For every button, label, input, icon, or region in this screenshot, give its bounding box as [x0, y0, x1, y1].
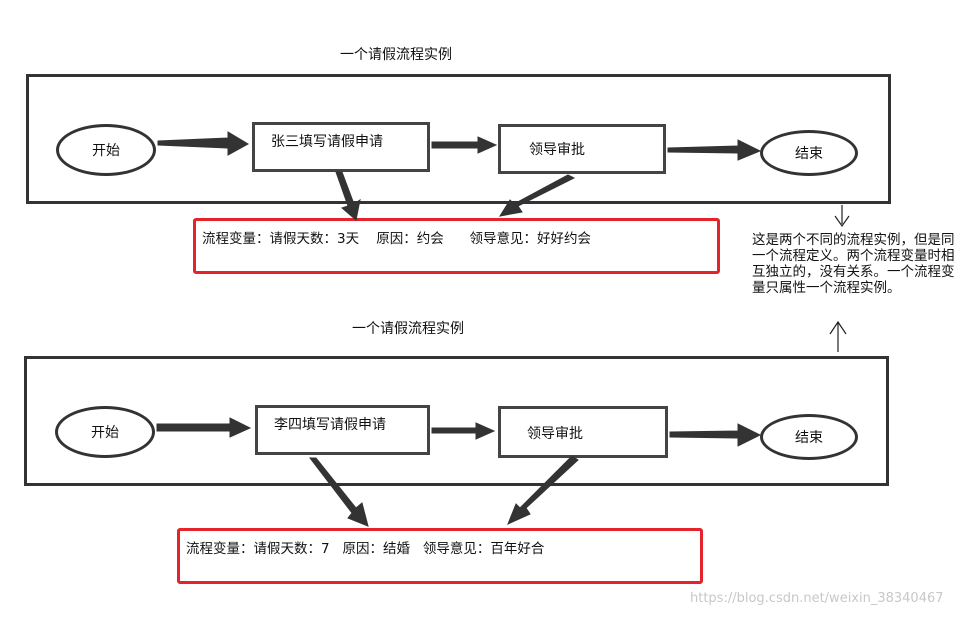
instance2-title: 一个请假流程实例: [352, 321, 464, 337]
instance2-arrow-apply-to-vars: [308, 457, 369, 527]
instance1-arrow-approve-to-vars: [498, 174, 576, 217]
instance2-arrow-approve-to-end: [669, 423, 762, 447]
instance2-end-node: 结束: [760, 414, 858, 460]
instance1-title: 一个请假流程实例: [340, 47, 452, 63]
instance1-arrow-apply-to-vars: [335, 171, 361, 221]
instance1-task-apply: 张三填写请假申请: [252, 122, 430, 172]
instance1-start-node: 开始: [56, 124, 156, 176]
instance2-task-apply: 李四填写请假申请: [255, 405, 430, 455]
instance1-arrow-apply-to-approve: [431, 136, 498, 154]
instance2-process-frame: [24, 356, 889, 486]
instance1-task-approve: 领导审批: [498, 124, 666, 174]
watermark-text: https://blog.csdn.net/weixin_38340467: [690, 591, 944, 606]
instance2-arrow-start-to-apply: [156, 417, 252, 438]
instance1-arrow-start-to-apply: [157, 131, 250, 156]
note-pointer-down-head: [829, 320, 847, 335]
instance2-arrow-apply-to-approve: [431, 422, 496, 440]
instance2-task-approve: 领导审批: [498, 406, 668, 458]
instance2-arrow-approve-to-vars: [507, 455, 579, 525]
instance1-variables-box: 流程变量：请假天数：3天 原因：约会 领导意见：好好约会: [193, 218, 720, 274]
instance1-end-node: 结束: [760, 130, 858, 176]
instance1-process-frame: [26, 74, 891, 204]
annotation-note: 这是两个不同的流程实例，但是同一个流程定义。两个流程变量时相互独立的，没有关系。…: [752, 232, 955, 296]
instance1-arrow-approve-to-end: [667, 139, 762, 161]
note-pointer-up-head: [834, 215, 850, 228]
instance2-variables-box: 流程变量：请假天数：7 原因：结婚 领导意见：百年好合: [177, 528, 703, 584]
instance2-start-node: 开始: [55, 406, 155, 458]
